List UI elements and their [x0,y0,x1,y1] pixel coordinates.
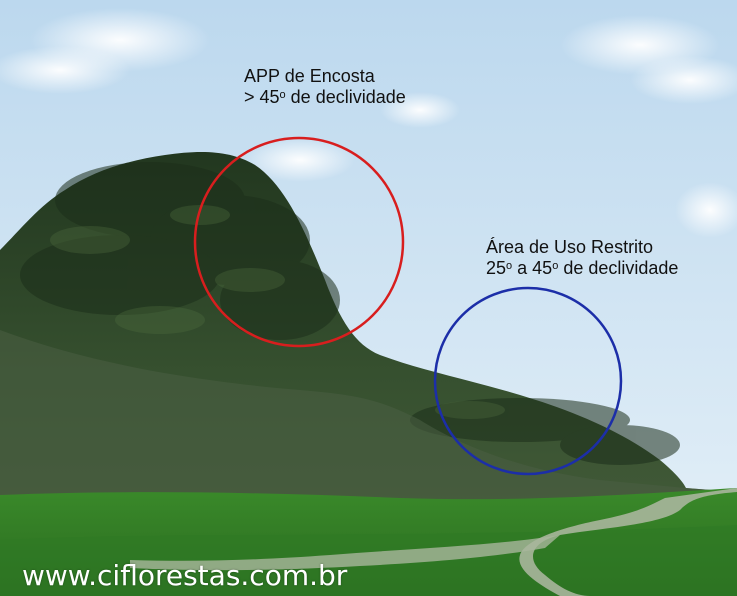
app-label-range: > 45o de declividade [244,87,406,108]
degree-symbol: o [279,89,286,101]
restricted-label-range: 25o a 45o de declividade [486,258,678,279]
rock-slope [0,330,737,520]
restricted-label-title: Área de Uso Restrito [486,237,654,257]
app-label-title: APP de Encosta [244,66,375,86]
app-label-suffix: de declividade [285,87,406,107]
app-label-prefix: > 45 [244,87,280,107]
road-branch [130,535,560,571]
restricted-from-value: 25 [486,258,507,278]
restricted-suffix: de declividade [558,258,679,278]
restricted-connector: a 45 [512,258,553,278]
degree-symbol: o [552,260,559,272]
website-watermark: www.ciflorestas.com.br [22,559,348,592]
degree-symbol: o [506,260,513,272]
clouds [0,8,737,238]
restricted-circle [433,286,623,476]
restricted-label: Área de Uso Restrito 25o a 45o de decliv… [486,237,678,279]
app-label: APP de Encosta > 45o de declividade [244,66,406,108]
forest-highlights [50,205,505,419]
forest-canopy [20,162,680,465]
app-circle [193,136,405,348]
